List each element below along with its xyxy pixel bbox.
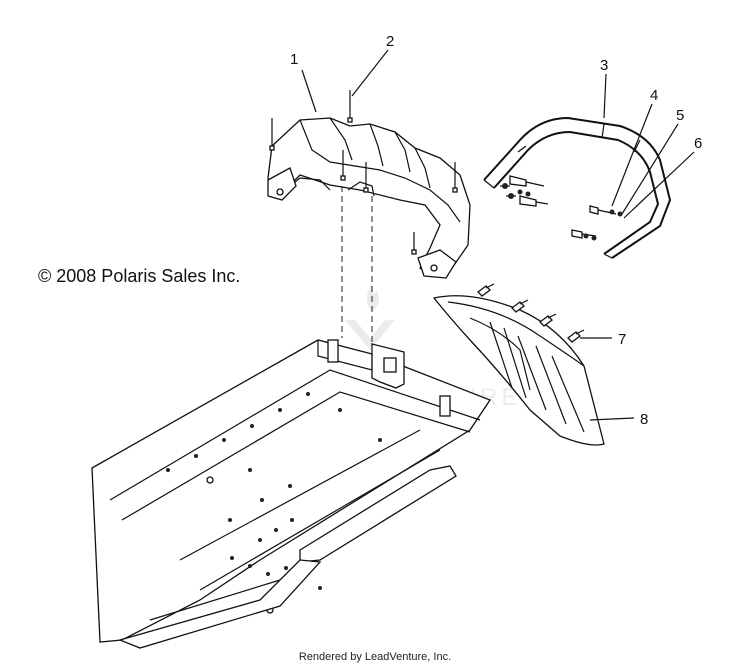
tunnel-chassis <box>91 339 491 649</box>
part-snow-flap <box>432 295 605 446</box>
part-grab-bar <box>483 116 672 259</box>
part-rear-bumper-cover <box>267 117 471 279</box>
callout-6: 6 <box>694 135 702 152</box>
callout-2: 2 <box>386 33 394 50</box>
part-rivets-flap <box>477 283 585 343</box>
tunnel-holes <box>166 392 382 614</box>
part-screws-washers-nuts <box>500 175 623 241</box>
callout-3: 3 <box>600 57 608 74</box>
callout-5: 5 <box>676 107 684 124</box>
footer-credit: Rendered by LeadVenture, Inc. <box>298 651 452 663</box>
callout-1: 1 <box>290 51 298 68</box>
callout-7: 7 <box>618 331 626 348</box>
callouts: 1 2 3 4 5 6 7 8 <box>290 33 702 428</box>
copyright-text: © 2008 Polaris Sales Inc. <box>38 266 241 286</box>
alignment-lines <box>341 186 373 352</box>
callout-8: 8 <box>640 411 648 428</box>
callout-4: 4 <box>650 87 658 104</box>
part-rivets-cover <box>269 90 458 255</box>
